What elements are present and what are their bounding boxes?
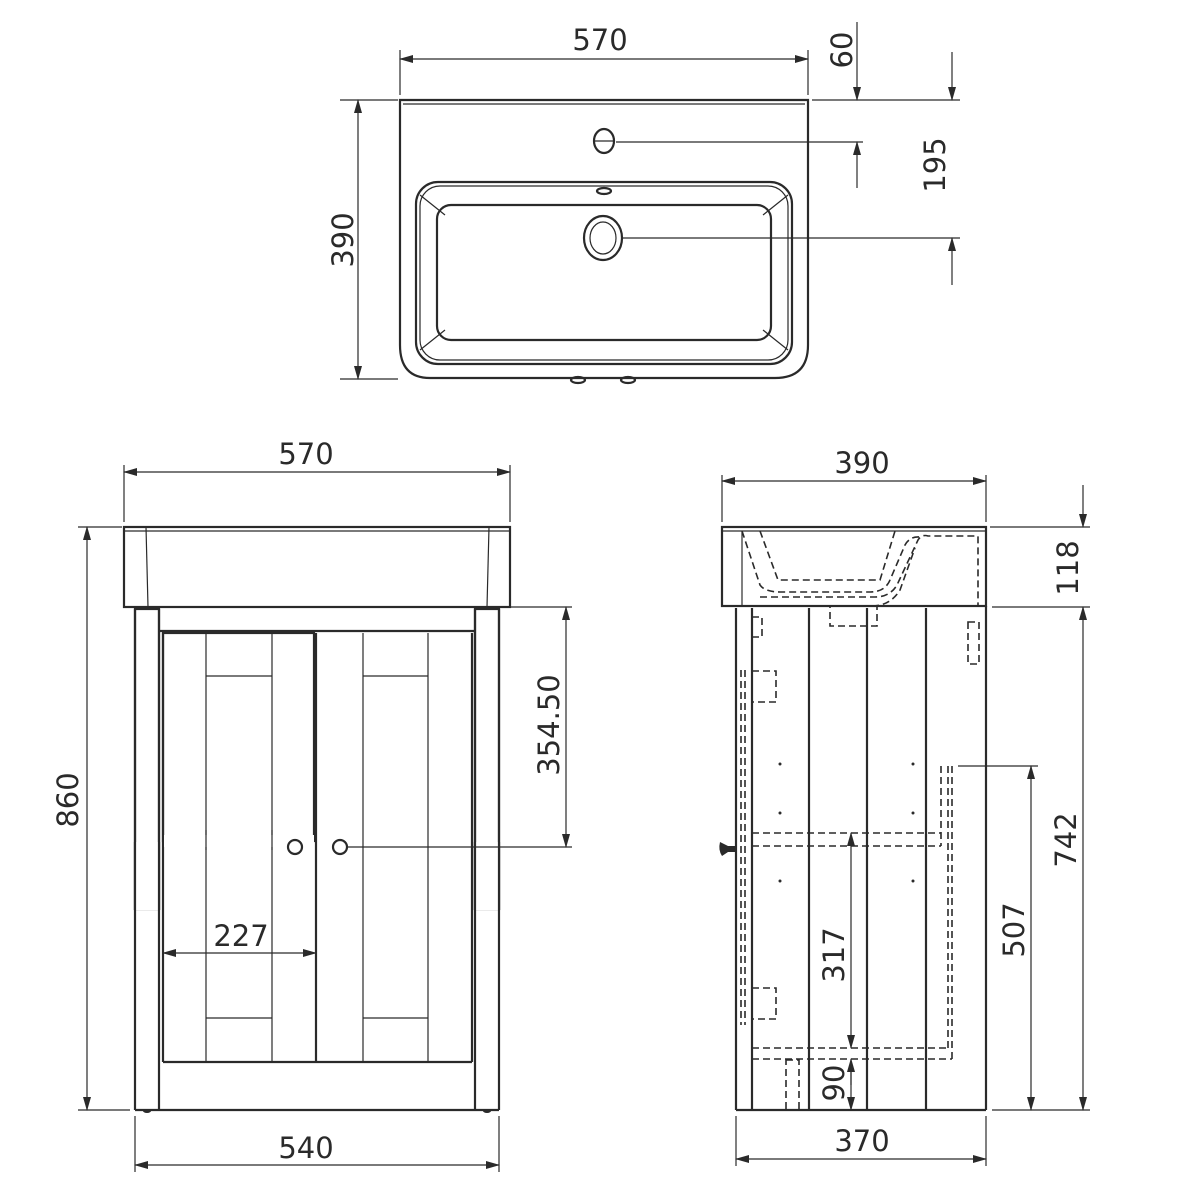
- basin-side: [720, 525, 988, 608]
- dim-top-width: 570: [572, 23, 627, 57]
- dim-waste-offset: 195: [918, 137, 952, 192]
- bowl-inner: [435, 203, 773, 342]
- bowl-outer: [414, 180, 794, 366]
- dim-front-basin-width: 570: [278, 437, 333, 471]
- dim-shelf-floor: 90: [817, 1065, 851, 1102]
- door-handle-left-icon: [286, 838, 304, 856]
- front-view: 570 860 354.50 227 540: [51, 437, 572, 1172]
- top-view: 570 390 60 195: [326, 22, 960, 385]
- dim-shelf-spacing: 317: [817, 927, 851, 982]
- dim-side-basin-depth: 390: [834, 446, 889, 480]
- dim-top-depth: 390: [326, 212, 360, 267]
- dim-front-height: 860: [51, 772, 85, 827]
- dim-cabinet-height: 742: [1049, 812, 1083, 867]
- dim-waste-height: 507: [997, 902, 1031, 957]
- dim-unit-width: 540: [278, 1131, 333, 1165]
- basin-outline: [398, 98, 810, 380]
- door-handle-right-icon: [331, 838, 349, 856]
- door-knob-icon: [719, 842, 736, 856]
- dim-handle-height: 354.50: [532, 674, 566, 775]
- dim-basin-height: 118: [1051, 540, 1085, 595]
- basin-front: [122, 525, 512, 609]
- side-view: 390 118 742 507 317 90 370: [719, 446, 1090, 1166]
- dim-door-width: 227: [213, 919, 268, 953]
- dim-cabinet-depth: 370: [834, 1124, 889, 1158]
- dim-tap-offset: 60: [825, 32, 859, 69]
- door-left: [161, 631, 316, 843]
- overflow-icon: [595, 186, 613, 196]
